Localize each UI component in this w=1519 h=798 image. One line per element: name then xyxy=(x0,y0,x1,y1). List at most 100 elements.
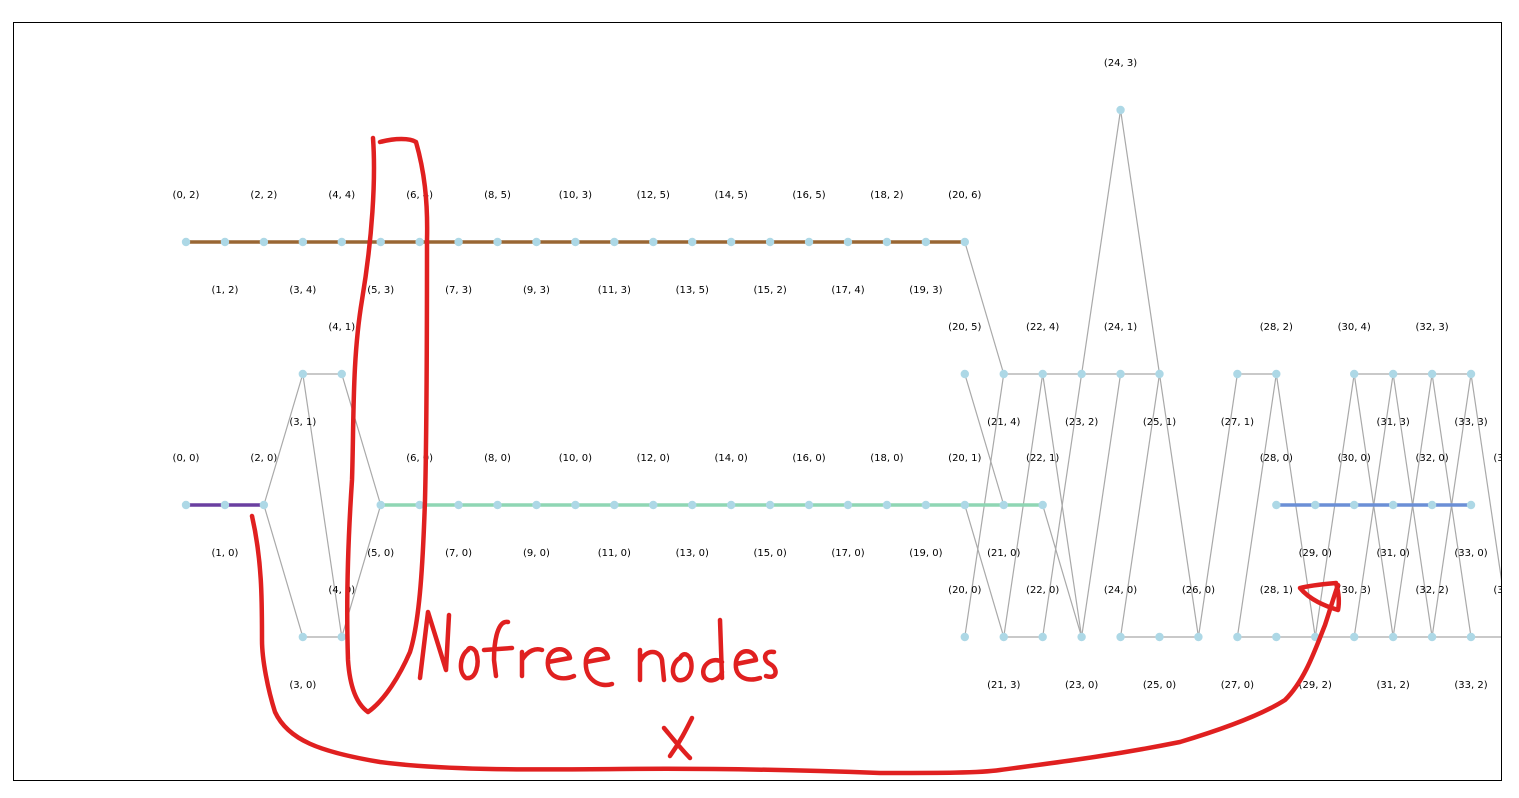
graph-node xyxy=(1077,632,1086,642)
graph-node xyxy=(298,369,308,379)
node-label: (12, 0) xyxy=(637,453,670,464)
node-label: (33, 3) xyxy=(1454,417,1487,428)
graph-node xyxy=(726,237,736,247)
graph-node xyxy=(999,369,1008,379)
graph-node xyxy=(1350,632,1359,642)
graph-node xyxy=(921,500,931,510)
graph-node xyxy=(649,237,658,247)
node-label: (5, 0) xyxy=(367,548,394,559)
graph-node xyxy=(999,632,1008,642)
node-label: (16, 5) xyxy=(792,190,825,201)
node-label: (31, 3) xyxy=(1377,417,1410,428)
annotation-loop-stroke xyxy=(344,135,430,715)
node-label: (7, 0) xyxy=(445,548,472,559)
node-label: (24, 1) xyxy=(1104,322,1137,333)
node-label: (24, 0) xyxy=(1104,585,1137,596)
graph-node xyxy=(337,632,346,642)
graph-edge xyxy=(1081,109,1122,375)
graph-node xyxy=(1272,632,1281,642)
node-label: (3, 1) xyxy=(289,417,316,428)
graph-node xyxy=(571,500,580,510)
node-label: (18, 2) xyxy=(870,190,903,201)
graph-node xyxy=(1506,501,1514,509)
graph-node xyxy=(1388,632,1398,642)
graph-node xyxy=(415,237,424,247)
graph-node xyxy=(1388,369,1398,379)
node-label: (8, 5) xyxy=(484,190,511,201)
node-label: (30, 3) xyxy=(1338,585,1371,596)
graph-node xyxy=(1466,369,1476,379)
node-label: (0, 0) xyxy=(173,453,200,464)
node-label: (0, 2) xyxy=(173,190,200,201)
graph-node xyxy=(882,237,892,247)
annotation-handwriting-strokes xyxy=(417,609,778,688)
node-label: (14, 0) xyxy=(715,453,748,464)
graph-node xyxy=(1272,500,1281,510)
graph-edge xyxy=(1158,373,1200,638)
node-label: (15, 2) xyxy=(753,285,786,296)
node-label: (27, 1) xyxy=(1221,417,1254,428)
graph-node xyxy=(298,237,308,247)
graph-edge xyxy=(964,241,1005,375)
graph-node xyxy=(1427,369,1437,379)
graph-node xyxy=(376,500,385,510)
node-label: (1, 0) xyxy=(211,548,238,559)
graph-node xyxy=(259,500,269,510)
graph-node xyxy=(1038,500,1047,510)
node-label: (20, 6) xyxy=(948,190,981,201)
node-label: (9, 3) xyxy=(523,285,550,296)
graph-node xyxy=(1350,500,1359,510)
node-label: (6, 4) xyxy=(406,190,433,201)
node-label: (3, 4) xyxy=(289,285,316,296)
node-label: (28, 2) xyxy=(1260,322,1293,333)
plot-frame xyxy=(13,22,1502,781)
node-label: (5, 3) xyxy=(367,285,394,296)
graph-node xyxy=(1038,632,1047,642)
node-label: (32, 3) xyxy=(1415,322,1448,333)
node-label: (8, 0) xyxy=(484,453,511,464)
node-label: (18, 0) xyxy=(870,453,903,464)
graph-node xyxy=(1311,500,1320,510)
graph-edge xyxy=(1081,373,1122,638)
node-label: (10, 0) xyxy=(559,453,592,464)
graph-node xyxy=(1427,500,1437,510)
graph-node xyxy=(376,237,385,247)
node-label: (27, 0) xyxy=(1221,680,1254,691)
node-label: (17, 0) xyxy=(831,548,864,559)
node-label: (21, 0) xyxy=(987,548,1020,559)
graph-node xyxy=(571,237,580,247)
annotation-arrowhead-stroke xyxy=(1297,580,1342,613)
graph-node xyxy=(882,500,892,510)
node-label: (23, 2) xyxy=(1065,417,1098,428)
node-label: (9, 0) xyxy=(523,548,550,559)
graph-edge xyxy=(1197,373,1238,638)
handwritten-annotation xyxy=(249,135,1342,776)
graph-node xyxy=(1506,633,1514,641)
annotation-x-mark-stroke xyxy=(661,715,695,761)
node-label: (19, 3) xyxy=(909,285,942,296)
labels-layer: (0, 2)(1, 2)(2, 2)(3, 4)(4, 4)(5, 3)(6, … xyxy=(173,58,1501,691)
graph-node xyxy=(1155,369,1164,379)
node-label: (2, 2) xyxy=(250,190,277,201)
node-label: (31, 2) xyxy=(1377,680,1410,691)
node-label: (21, 3) xyxy=(987,680,1020,691)
node-label: (26, 0) xyxy=(1182,585,1215,596)
graph-node xyxy=(181,237,191,247)
node-label: (20, 1) xyxy=(948,453,981,464)
node-label: (24, 3) xyxy=(1104,58,1137,69)
graph-edge xyxy=(964,504,1005,638)
graph-node xyxy=(1116,369,1125,379)
graph-node xyxy=(337,369,346,379)
node-label: (4, 0) xyxy=(328,585,355,596)
node-label: (22, 1) xyxy=(1026,453,1059,464)
node-label: (25, 0) xyxy=(1143,680,1176,691)
graph-node xyxy=(1466,500,1476,510)
graph-node xyxy=(337,237,346,247)
graph-edge xyxy=(302,373,343,638)
graph-node xyxy=(298,632,308,642)
graph-node xyxy=(1466,632,1476,642)
graph-node xyxy=(843,237,853,247)
nodes-layer xyxy=(181,105,1514,642)
node-label: (30, 4) xyxy=(1338,322,1371,333)
graph-edge xyxy=(1042,504,1083,638)
